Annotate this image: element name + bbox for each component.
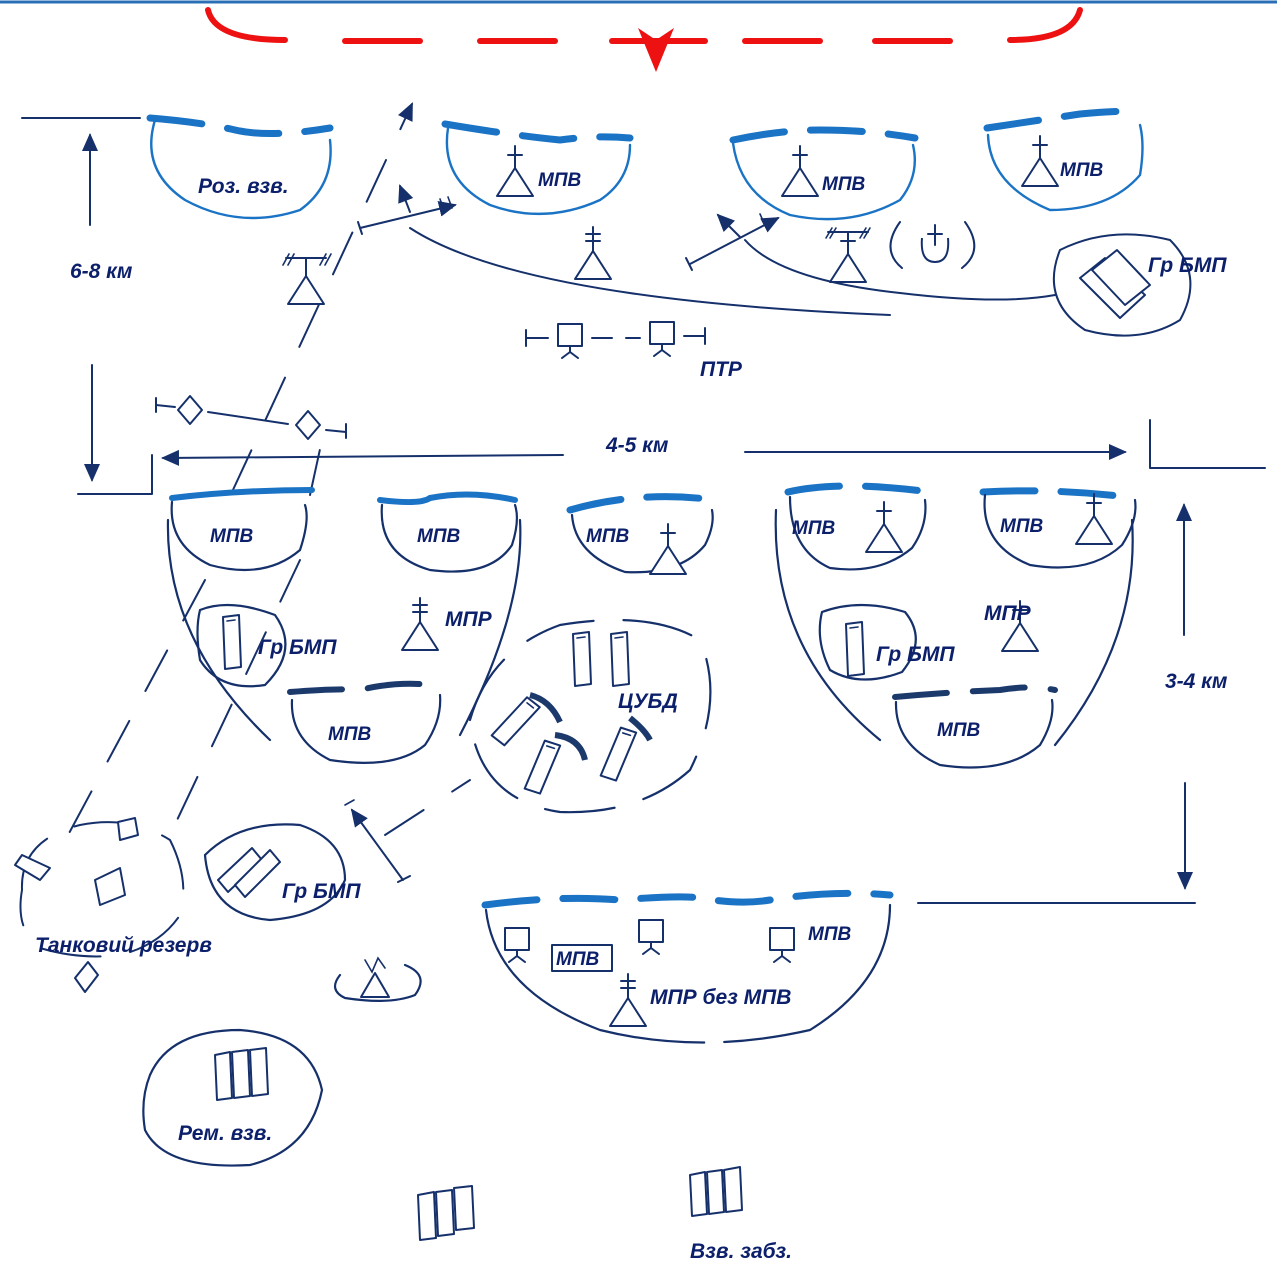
- mpv-forward-1: МПВ: [441, 120, 634, 216]
- depth-3-4-marker: 3-4 км: [917, 503, 1228, 904]
- right-company: МПВ МПВ Гр БМП МПР МПВ: [774, 482, 1139, 769]
- flank-guns: [357, 184, 780, 271]
- label-mpv-3: МПВ: [1060, 160, 1103, 181]
- mpv-forward-3: МПВ: [983, 107, 1144, 212]
- label-mpv-boxed: МПВ: [556, 949, 599, 970]
- label-ifv-group-left: Гр БМП: [258, 636, 337, 659]
- label-distance-4-5: 4-5 км: [605, 434, 669, 457]
- company-cp: [825, 227, 871, 283]
- company-boundary-arc-2: [744, 239, 1056, 301]
- tank-reserve: Танковий резерв: [14, 817, 212, 993]
- gun-near-cubd: [344, 779, 471, 883]
- comm-station: [333, 956, 422, 1002]
- enemy-direction-arrow: [638, 28, 674, 72]
- reserve-route-2: [169, 559, 301, 836]
- label-recon-platoon: Роз. взв.: [198, 175, 289, 198]
- observation-post: [282, 253, 332, 305]
- recon-route-2: [309, 439, 323, 496]
- label-cubd: ЦУБД: [618, 690, 678, 713]
- label-mpv-left-2: МПВ: [417, 526, 460, 547]
- recon-platoon: Роз. взв.: [146, 114, 334, 220]
- label-mpv-right-3: МПВ: [937, 720, 980, 741]
- company-boundary-arc: [409, 227, 891, 316]
- label-ifv-group-top: Гр БМП: [1148, 254, 1227, 277]
- label-repair-platoon: Рем. взв.: [178, 1122, 272, 1145]
- label-support-platoon: Взв. забз.: [690, 1240, 792, 1263]
- reserve-route-1: [59, 579, 206, 851]
- label-tank-reserve: Танковий резерв: [35, 934, 212, 957]
- label-distance-6-8: 6-8 км: [70, 260, 133, 283]
- label-atr: ПТР: [700, 358, 743, 381]
- width-4-5-marker: 4-5 км: [161, 419, 1266, 469]
- supply-platoon: Взв. забз.: [689, 1166, 792, 1263]
- label-mpv-left-3: МПВ: [586, 526, 629, 547]
- mpv-forward-2: МПВ: [729, 126, 919, 221]
- label-mpr-right: МПР: [984, 602, 1032, 625]
- combat-service-center: ЦУБД: [468, 618, 712, 814]
- label-distance-3-4: 3-4 км: [1165, 670, 1228, 693]
- repair-platoon: Рем. взв.: [142, 1028, 324, 1167]
- label-mpr-left: МПР: [445, 608, 493, 631]
- recon-route: [231, 102, 413, 493]
- label-mpr-without-mpv: МПР без МПВ: [650, 986, 791, 1009]
- label-ifv-group-bottom: Гр БМП: [282, 880, 361, 903]
- label-mpv-left-4: МПВ: [328, 724, 371, 745]
- ifv-group-top: Гр БМП: [1052, 233, 1227, 337]
- enemy-forward-line: [205, 7, 1083, 72]
- label-mpv-right-1: МПВ: [792, 518, 835, 539]
- label-mpv-right-2: МПВ: [1000, 516, 1043, 537]
- tank-pair-left: [155, 395, 347, 440]
- ifv-group-bottom: Гр БМП: [203, 823, 361, 922]
- label-mpv-left-1: МПВ: [210, 526, 253, 547]
- left-company: МПВ МПВ МПВ Гр БМП МПР МПВ: [166, 487, 719, 764]
- label-mpv: МПВ: [538, 170, 581, 191]
- depth-6-8-marker: 6-8 км: [21, 117, 153, 495]
- label-ifv-group-right: Гр БМП: [876, 643, 955, 666]
- supply-trucks-left: [417, 1185, 475, 1241]
- label-mpv-2: МПВ: [822, 174, 865, 195]
- anti-tank-platoon: ПТР: [525, 321, 743, 381]
- label-mpv-rear: МПВ: [808, 924, 851, 945]
- rear-company: МПВ МПВ МПР без МПВ: [481, 889, 894, 1044]
- mortar-position: [889, 221, 976, 269]
